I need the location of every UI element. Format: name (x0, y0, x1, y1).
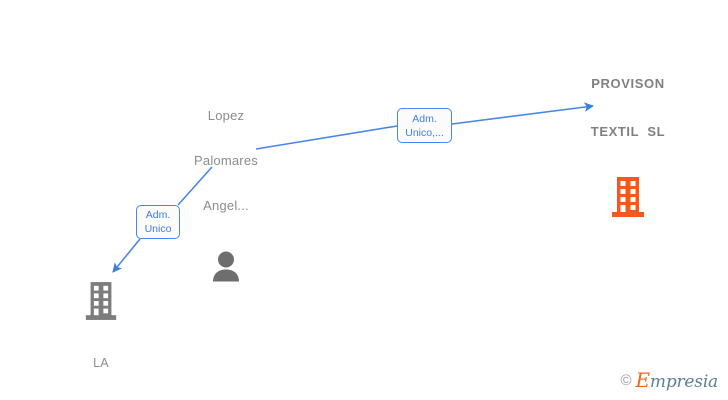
edge-label-line2: Unico,... (405, 126, 444, 139)
node-person-label-line2: Palomares (194, 153, 258, 168)
edge-label-line1: Adm. (412, 112, 437, 125)
node-focus-company[interactable]: PROVISON TEXTIL SL (570, 44, 686, 218)
building-icon[interactable] (83, 281, 119, 321)
brand-initial: E (635, 368, 651, 392)
node-focus-company-label-line1: PROVISON (591, 76, 665, 91)
edge-label-line2: Unico (144, 223, 172, 235)
node-person-label-line3: Angel... (203, 198, 249, 213)
person-icon[interactable] (209, 250, 243, 282)
edge-person-to-focus-segment-1 (255, 125, 398, 150)
node-other-company[interactable]: LA EMPRESA DEL NOGAL... (43, 281, 159, 400)
edge-person-to-other-segment-2 (112, 238, 141, 273)
building-icon[interactable] (609, 176, 647, 218)
edge-person-to-other-segment-1 (177, 166, 213, 206)
node-person[interactable]: Lopez Palomares Angel... (168, 78, 284, 282)
node-person-label-line1: Lopez (207, 108, 245, 123)
brand-name: Empresia (636, 370, 719, 391)
copyright-icon: © (620, 372, 632, 389)
edge-label-person-to-focus[interactable]: Adm. Unico,... (397, 108, 452, 143)
edge-label-person-to-other[interactable]: Adm. Unico (136, 205, 180, 239)
node-person-label: Lopez Palomares Angel... (194, 78, 258, 243)
edge-person-to-focus-segment-2 (451, 102, 594, 125)
node-focus-company-label: PROVISON TEXTIL SL (591, 44, 665, 172)
node-other-company-label: LA EMPRESA DEL NOGAL... (59, 326, 143, 400)
edge-label-line1: Adm. (145, 209, 171, 221)
node-other-company-label-line1: LA (93, 356, 109, 370)
node-focus-company-label-line2: TEXTIL SL (590, 124, 666, 139)
watermark: © Empresia (620, 370, 718, 391)
brand-rest: mpresia (649, 372, 718, 392)
